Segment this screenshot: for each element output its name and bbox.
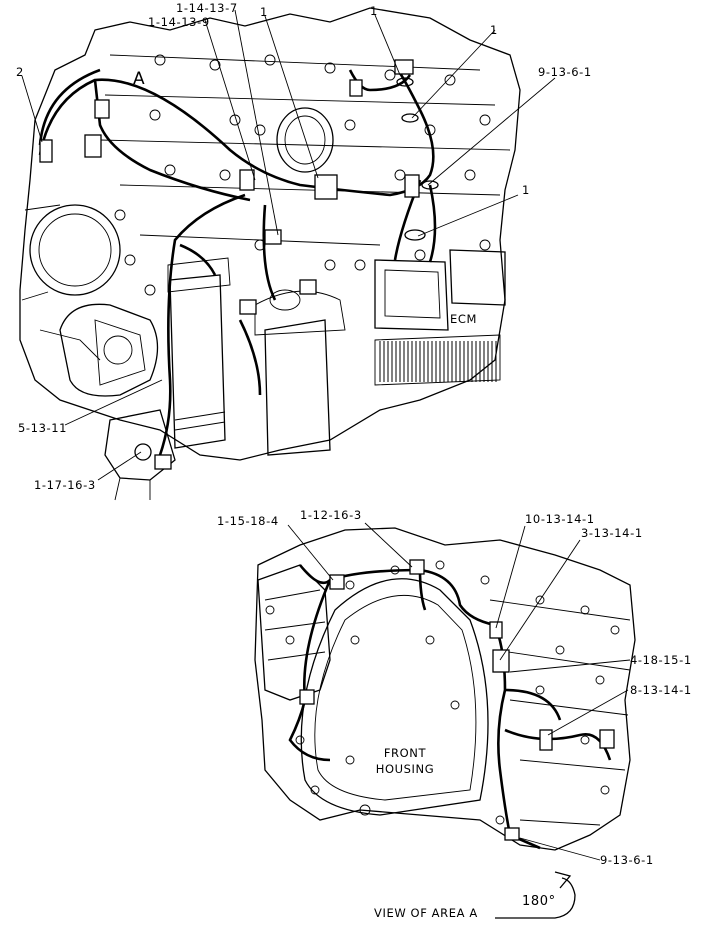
front-housing-label-line1: FRONT: [384, 746, 427, 760]
front-housing-label-line2: HOUSING: [376, 762, 435, 776]
label-8-13-14-1: 8-13-14-1: [630, 683, 692, 697]
label-1-b: 1: [370, 4, 378, 18]
label-9-13-6-1-bottom: 9-13-6-1: [600, 853, 654, 867]
view-caption: VIEW OF AREA A: [374, 906, 478, 920]
ecm-cooling-fins: [374, 334, 501, 386]
label-1-15-18-4: 1-15-18-4: [217, 514, 279, 528]
top-engine-view: 1-14-13-7 1-14-13-9 1 1 1 9-13-6-1 1 2 A…: [16, 1, 592, 501]
label-9-13-6-1-top: 9-13-6-1: [538, 65, 592, 79]
label-1-14-13-7: 1-14-13-7: [176, 1, 238, 15]
label-2: 2: [16, 65, 24, 79]
ecm-label: ECM: [450, 312, 477, 326]
rotate-arrow-icon: [495, 877, 576, 919]
view-of-area-a: 1-15-18-4 1-12-16-3 10-13-14-1 3-13-14-1…: [217, 508, 692, 867]
view-caption-group: VIEW OF AREA A 180°: [374, 871, 576, 920]
label-1-c: 1: [490, 23, 498, 37]
label-1-12-16-3: 1-12-16-3: [300, 508, 362, 522]
label-1-17-16-3: 1-17-16-3: [34, 478, 96, 492]
label-1-14-13-9: 1-14-13-9: [148, 15, 210, 29]
ecm-module: [374, 259, 449, 331]
engine-block-outline: [19, 7, 521, 461]
label-3-13-14-1: 3-13-14-1: [581, 526, 643, 540]
harness-main: [38, 64, 435, 197]
label-1-a: 1: [260, 5, 268, 19]
label-5-13-11: 5-13-11: [18, 421, 67, 435]
area-a-label: A: [133, 69, 145, 89]
label-10-13-14-1: 10-13-14-1: [525, 512, 595, 526]
label-1-d: 1: [522, 183, 530, 197]
rotation-label: 180°: [522, 894, 556, 909]
label-4-18-15-1: 4-18-15-1: [630, 653, 692, 667]
